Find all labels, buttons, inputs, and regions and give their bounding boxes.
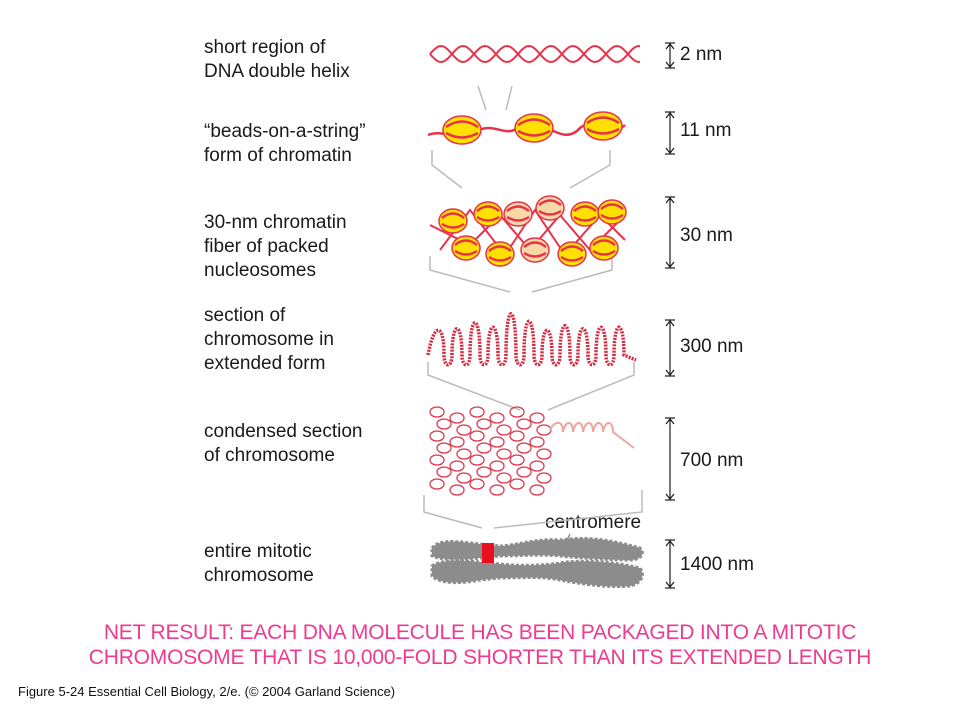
fiber-nucleosome-8 [485,241,515,267]
size-11nm: 11 nm [680,120,732,141]
fiber-nucleosome-9 [520,237,550,263]
chromatid-upper [430,536,644,562]
helix-strand-2 [429,45,640,63]
extended-chromosome-loops [426,312,637,367]
figure-caption: Figure 5-24 Essential Cell Biology, 2/e.… [18,684,396,699]
label-condensed-section: condensed section of chromosome [204,421,363,466]
centromere-label: centromere [545,512,642,533]
nucleosome-3 [583,111,623,141]
centromere-pointer [561,533,571,553]
fiber-nucleosome-4 [535,195,565,221]
connector-lines [423,85,643,529]
label-extended-section: section of chromosome in extended form [204,305,334,374]
helix-strand-1 [429,45,640,63]
chromatin-fiber-30nm [429,195,627,267]
mitotic-chromosome [430,533,644,589]
fiber-nucleosome-6 [597,199,627,225]
connector-4a [427,362,521,411]
chromatid-lower [430,559,644,589]
fiber-nucleosome-10 [557,241,587,267]
connector-2b [569,150,611,189]
connector-4b [547,362,635,411]
label-dna-helix: short region of DNA double helix [204,37,350,82]
nucleosome-1 [442,115,482,145]
connector-3b [531,256,613,293]
size-1400nm: 1400 nm [680,554,754,575]
fiber-nucleosome-1 [438,208,468,234]
connector-2a [431,150,463,189]
size-30nm: 30 nm [680,225,733,246]
connector-1a [477,85,487,111]
connector-5a [423,495,483,529]
size-2nm: 2 nm [680,44,723,65]
connector-5b [493,490,643,529]
connector-3a [429,256,511,293]
fiber-nucleosome-11 [589,235,619,261]
nucleosome-2 [514,113,554,143]
net-result-line-1: NET RESULT: EACH DNA MOLECULE HAS BEEN P… [103,621,857,644]
label-beads-on-string: “beads-on-a-string” form of chromatin [204,121,366,166]
dna-double-helix [429,45,640,63]
fiber-nucleosome-2 [473,201,503,227]
label-mitotic-chromosome: entire mitotic chromosome [204,541,314,586]
net-result-line-2: CHROMOSOME THAT IS 10,000-FOLD SHORTER T… [88,646,872,669]
size-700nm: 700 nm [680,450,744,471]
centromere-mark [482,543,494,563]
fiber-nucleosome-5 [570,201,600,227]
fiber-nucleosome-3 [503,201,533,227]
size-300nm: 300 nm [680,336,744,357]
beads-on-string [427,111,626,145]
condensed-section [429,406,635,496]
connector-1b [505,85,513,111]
fiber-nucleosome-7 [451,235,481,261]
label-30nm-fiber: 30-nm chromatin fiber of packed nucleoso… [204,212,347,281]
scale-bars [665,42,675,589]
